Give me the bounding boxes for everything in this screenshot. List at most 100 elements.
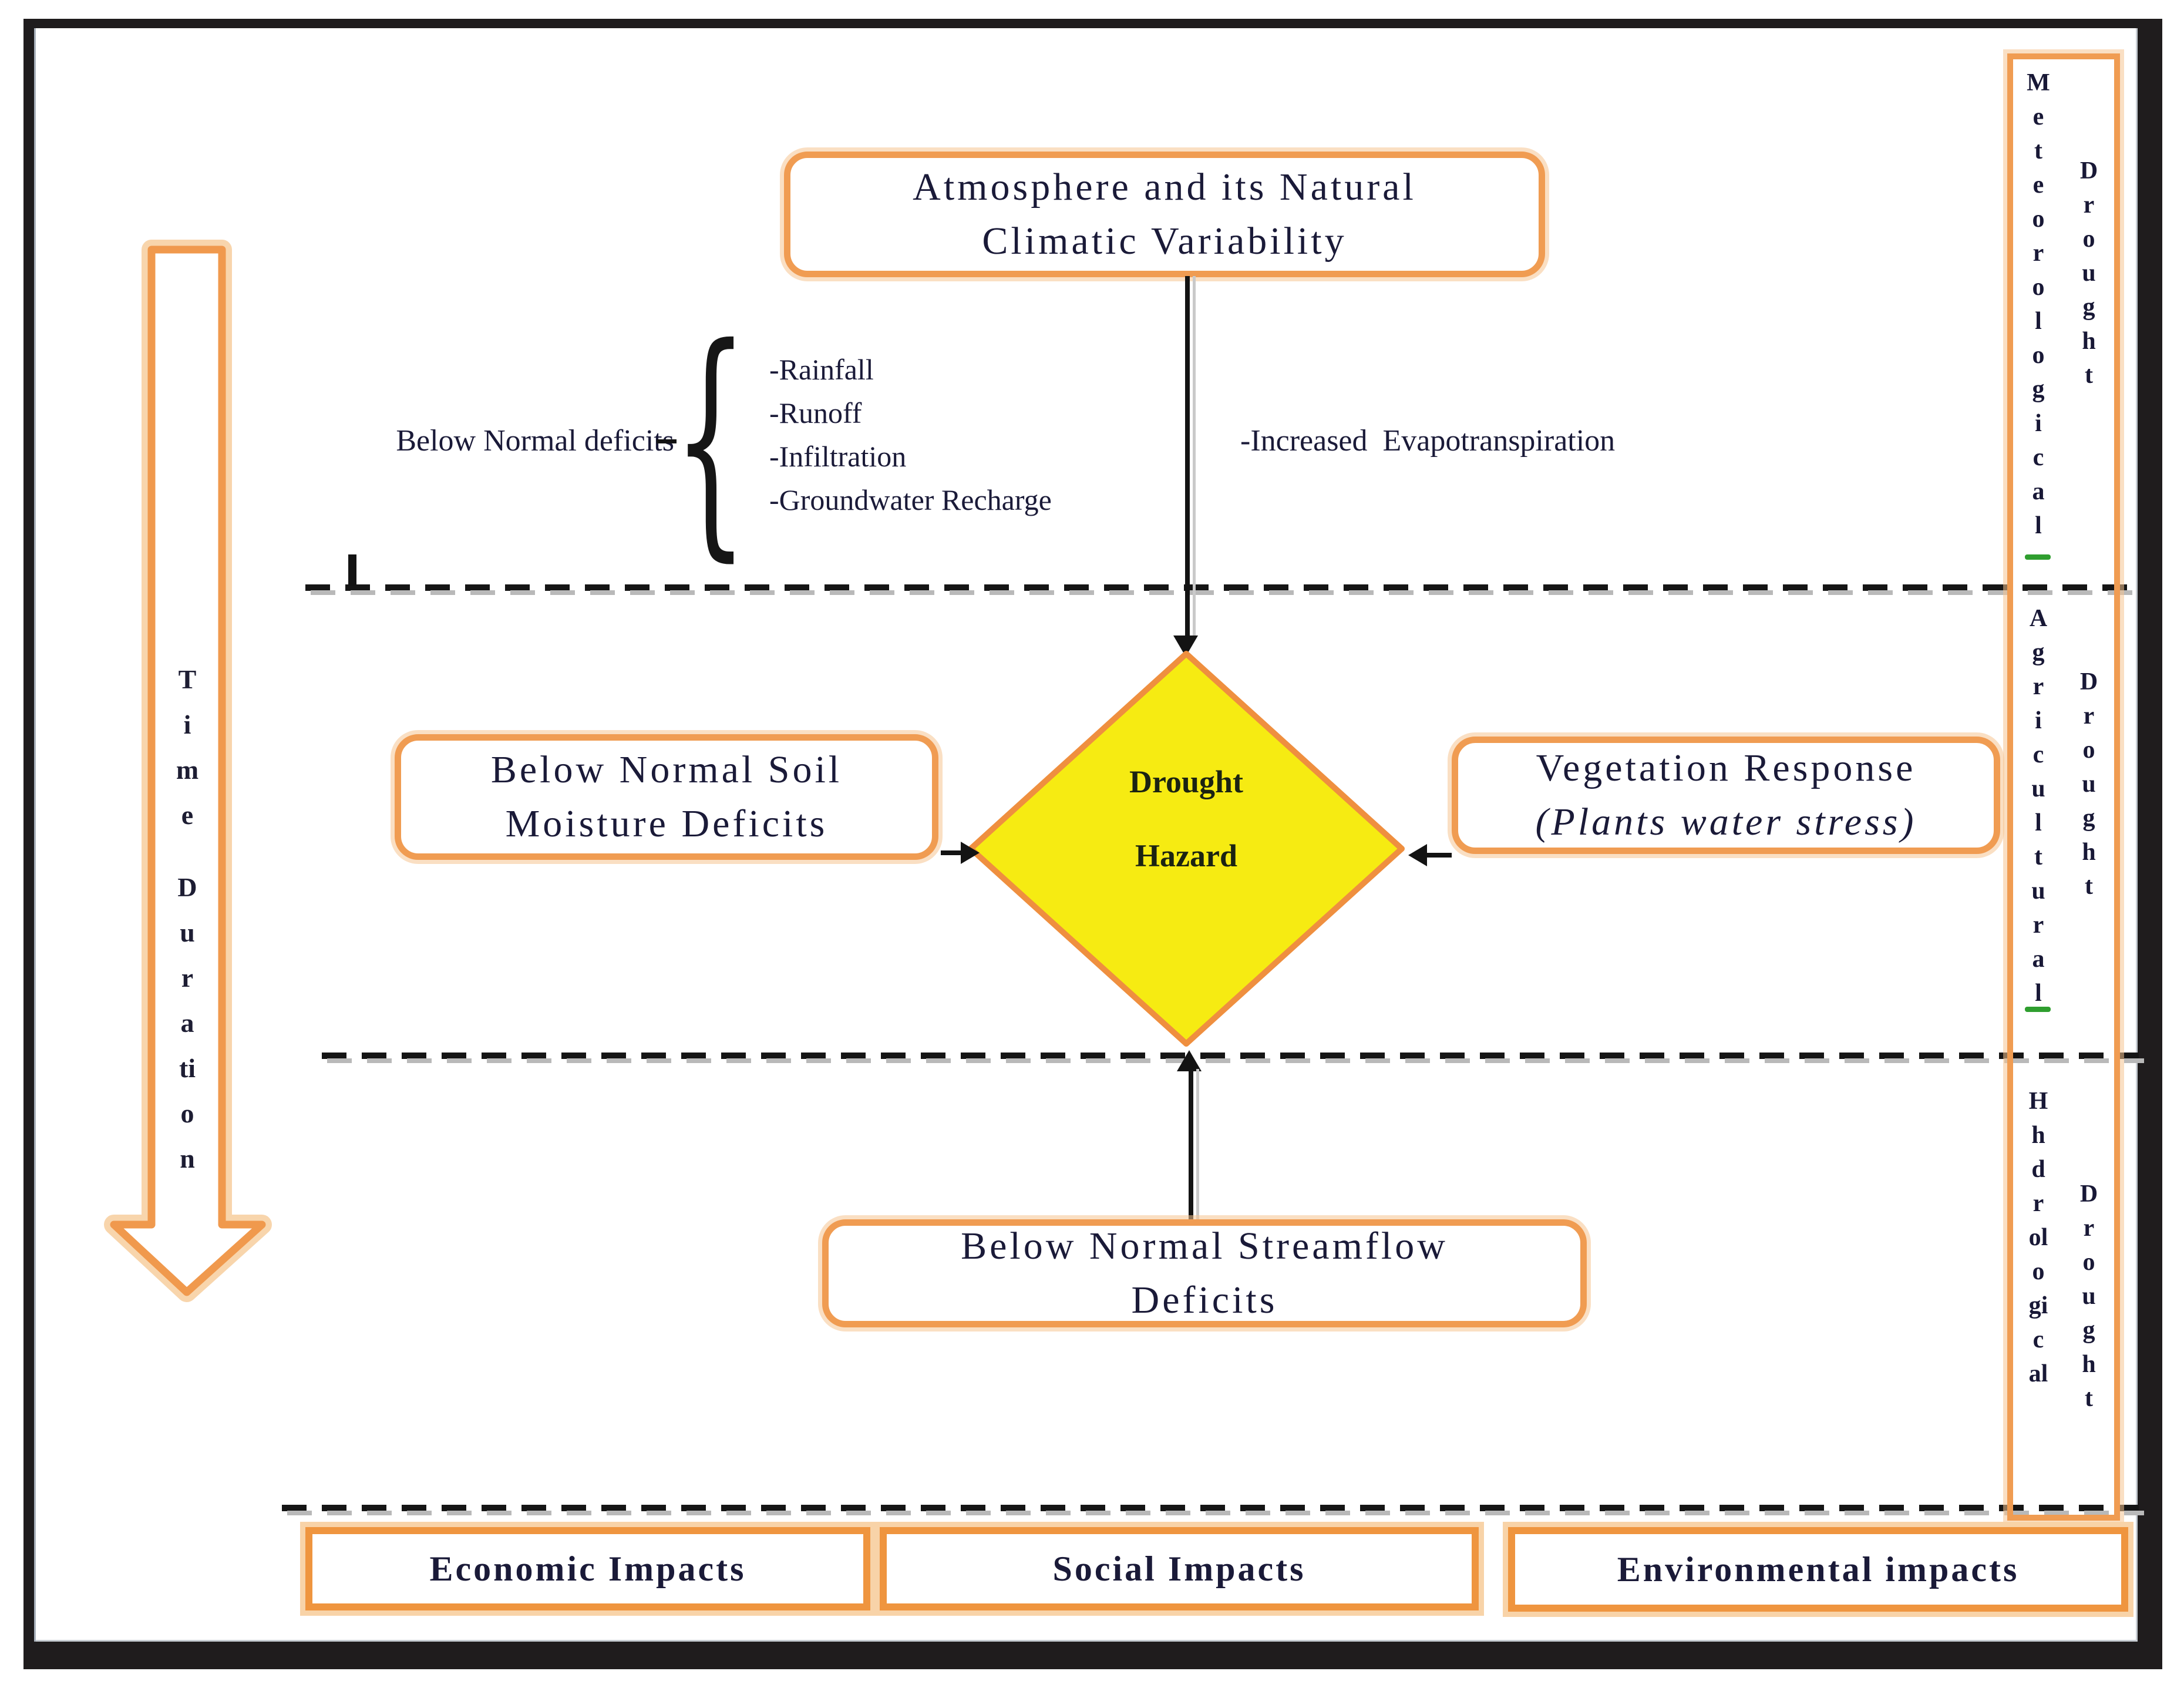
tick-mark bbox=[348, 554, 356, 586]
curly-brace-icon: { bbox=[673, 295, 749, 583]
connector-soil-to-diamond bbox=[941, 850, 963, 855]
node-atmosphere-line1: Atmosphere and its Natural bbox=[913, 166, 1416, 209]
stack-item: e bbox=[181, 800, 194, 830]
social-impacts-label: Social Impacts bbox=[1052, 1549, 1306, 1588]
stack-item: i bbox=[2035, 707, 2042, 734]
stack-item: l bbox=[2035, 980, 2042, 1007]
node-soil-moisture-line2: Moisture Deficits bbox=[505, 802, 828, 845]
stack-item: r bbox=[2083, 702, 2095, 729]
stack-item: g bbox=[2082, 1317, 2095, 1344]
stack-item: h bbox=[2082, 328, 2096, 355]
environmental-impacts-label: Environmental impacts bbox=[1617, 1549, 2020, 1589]
stack-item: g bbox=[2032, 639, 2045, 666]
node-streamflow-line1: Below Normal Streamflow bbox=[961, 1225, 1448, 1267]
node-soil-moisture-line1: Below Normal Soil bbox=[490, 748, 843, 791]
stack-item: o bbox=[2032, 1258, 2045, 1285]
stack-item: M bbox=[2027, 69, 2050, 96]
stack-item: c bbox=[2032, 1326, 2044, 1353]
stack-item: D bbox=[2079, 1181, 2098, 1208]
stack-item: gi bbox=[2028, 1292, 2048, 1319]
stack-item: l bbox=[2035, 809, 2042, 836]
stack-item: ol bbox=[2028, 1224, 2048, 1251]
stack-item: -Groundwater Recharge bbox=[769, 483, 1052, 516]
stack-item: g bbox=[2032, 376, 2045, 403]
stack-item: u bbox=[2082, 1283, 2096, 1310]
stack-item: H bbox=[2028, 1088, 2048, 1115]
stack-item: t bbox=[2034, 843, 2042, 870]
stack-item: -Runoff bbox=[769, 396, 862, 429]
stack-item: D bbox=[2079, 157, 2098, 184]
node-soil-moisture: Below Normal Soil Moisture Deficits bbox=[395, 734, 938, 860]
node-drought-hazard-label: Drought Hazard bbox=[966, 745, 1406, 893]
stack-item: t bbox=[2085, 873, 2093, 900]
stack-item: r bbox=[2032, 1190, 2044, 1217]
dashed-separator-meteorological bbox=[305, 584, 2144, 595]
connector-streamflow-to-diamond bbox=[1189, 1069, 1199, 1219]
node-drought-hazard-diamond bbox=[968, 651, 1405, 1047]
stack-item: t bbox=[2085, 362, 2093, 389]
stack-item: -Infiltration bbox=[769, 440, 907, 473]
stack-item: l bbox=[2035, 308, 2042, 335]
stack-item: d bbox=[2031, 1156, 2045, 1183]
stack-item: o bbox=[2032, 274, 2045, 301]
brace-connector-line bbox=[657, 439, 677, 443]
stack-item: i bbox=[2035, 410, 2042, 437]
arrowhead-left-icon bbox=[1408, 844, 1427, 866]
stack-item: g bbox=[2082, 805, 2095, 832]
dashed-separator-agricultural bbox=[322, 1053, 2144, 1063]
node-atmosphere-line2: Climatic Variability bbox=[982, 220, 1347, 263]
stack-item: u bbox=[2082, 260, 2096, 287]
stack-item: h bbox=[2031, 1122, 2045, 1149]
stack-item: u bbox=[2031, 877, 2045, 905]
drought-hazard-line1: Drought bbox=[1129, 764, 1244, 799]
time-duration-arrow bbox=[104, 240, 272, 1302]
stack-item: r bbox=[2032, 912, 2044, 939]
stack-item: a bbox=[180, 1008, 194, 1038]
stack-item: e bbox=[2032, 103, 2044, 130]
stack-item: r bbox=[2083, 1215, 2095, 1242]
drought-types-strip bbox=[2007, 53, 2120, 1521]
increased-evapotranspiration-label: -Increased Evapotranspiration bbox=[1240, 424, 1616, 458]
below-normal-deficits-label: Below Normal deficits bbox=[396, 424, 674, 458]
stack-item: h bbox=[2082, 1351, 2096, 1378]
stack-item: g bbox=[2082, 294, 2095, 321]
connector-atmosphere-to-diamond bbox=[1185, 276, 1196, 637]
stack-item: D bbox=[2079, 668, 2098, 695]
node-economic-impacts: Economic Impacts bbox=[305, 1527, 870, 1610]
stack-item: o bbox=[2082, 226, 2095, 253]
stack-item: -Rainfall bbox=[769, 353, 874, 386]
stack-item: c bbox=[2032, 741, 2044, 768]
stack-item: r bbox=[2032, 673, 2044, 700]
stack-item: T bbox=[178, 664, 197, 694]
stack-item: o bbox=[2032, 206, 2045, 233]
stack-item: a bbox=[2032, 946, 2045, 973]
stack-item: e bbox=[2032, 172, 2044, 199]
stack-item: c bbox=[2032, 444, 2044, 471]
stack-item: a bbox=[2032, 478, 2045, 505]
stack-item: o bbox=[2032, 342, 2045, 369]
stack-item: h bbox=[2082, 839, 2096, 866]
deficit-items-list: -Rainfall -Runoff -Infiltration -Groundwate… bbox=[769, 348, 1052, 522]
node-streamflow: Below Normal Streamflow Deficits bbox=[822, 1219, 1587, 1327]
economic-impacts-label: Economic Impacts bbox=[429, 1549, 746, 1588]
stack-item: r bbox=[181, 963, 194, 993]
stack-item: al bbox=[2028, 1360, 2048, 1387]
connector-vegetation-to-diamond bbox=[1426, 853, 1452, 858]
stack-item: l bbox=[2035, 512, 2042, 539]
node-vegetation-line2: (Plants water stress) bbox=[1535, 801, 1917, 843]
node-social-impacts: Social Impacts bbox=[880, 1527, 1479, 1610]
stack-item: n bbox=[180, 1144, 195, 1174]
stack-item: m bbox=[176, 755, 199, 785]
stack-item: r bbox=[2032, 240, 2044, 267]
node-vegetation-line1: Vegetation Response bbox=[1536, 747, 1916, 789]
stack-item: t bbox=[2034, 137, 2042, 164]
stack-item: o bbox=[180, 1098, 194, 1128]
node-environmental-impacts: Environmental impacts bbox=[1508, 1527, 2128, 1612]
stack-item: u bbox=[2031, 775, 2045, 802]
stack-item: o bbox=[2082, 737, 2095, 764]
